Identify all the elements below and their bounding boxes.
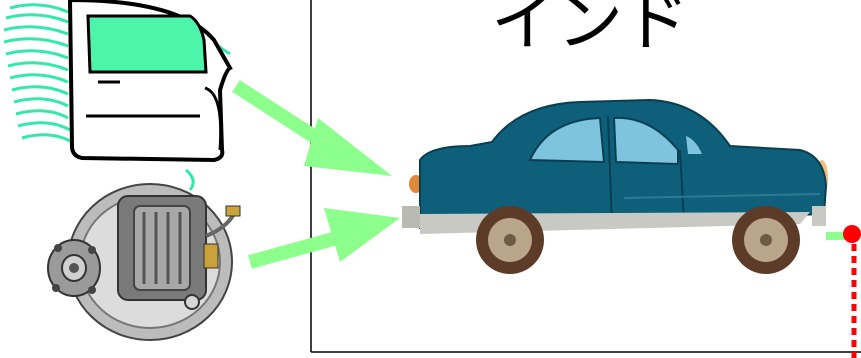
sedan-car-icon [402, 98, 828, 274]
arrow-brake-to-car [248, 208, 400, 269]
page-title: インド [491, 0, 689, 60]
speed-rays [3, 3, 231, 191]
connector-line [826, 225, 861, 358]
panel-frame [310, 0, 861, 353]
car-door-icon [3, 0, 233, 191]
disc-brake-assembly-icon [47, 183, 241, 341]
arrow-door-to-car [232, 80, 392, 176]
